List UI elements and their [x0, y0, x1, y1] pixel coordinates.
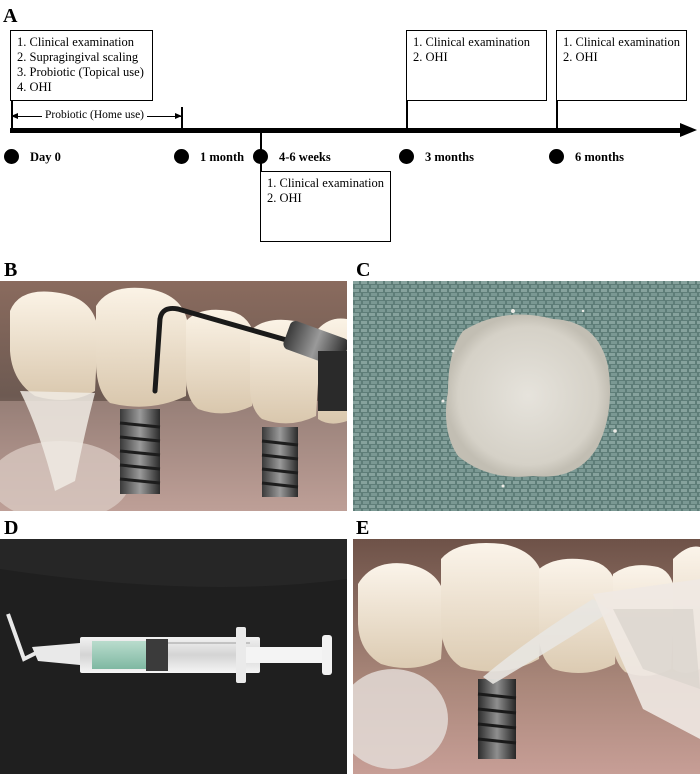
months3-box: 1. Clinical examination 2. OHI	[406, 30, 547, 101]
timepoint-label: 6 months	[575, 150, 624, 164]
timepoint-label: Day 0	[30, 150, 61, 164]
months3-item: 1. Clinical examination	[413, 35, 530, 49]
months3-connector	[406, 100, 408, 130]
timepoint-marker	[399, 149, 414, 164]
timepoint-label: 4-6 weeks	[279, 150, 331, 164]
timeline-arrowhead	[680, 123, 697, 137]
day0-item: 1. Clinical examination	[17, 35, 134, 49]
months3-item: 2. OHI	[413, 50, 448, 64]
months6-item: 2. OHI	[563, 50, 598, 64]
photo-syringe-application	[353, 539, 700, 774]
day0-item: 3. Probiotic (Topical use)	[17, 65, 144, 79]
photo-syringe	[0, 539, 347, 774]
powder-photo-illustration	[353, 281, 700, 511]
home-use-label: Probiotic (Home use)	[42, 108, 148, 122]
panel-label-d: D	[4, 517, 19, 539]
day0-item: 4. OHI	[17, 80, 52, 94]
timepoint-marker	[4, 149, 19, 164]
timepoint-label: 1 month	[200, 150, 245, 164]
panel-label-a: A	[3, 5, 18, 27]
day0-item: 2. Supragingival scaling	[17, 50, 139, 64]
timepoint-marker	[549, 149, 564, 164]
months6-item: 1. Clinical examination	[563, 35, 680, 49]
timepoint-label: 3 months	[425, 150, 474, 164]
weeks-item: 2. OHI	[267, 191, 302, 205]
application-photo-illustration	[353, 539, 700, 774]
timepoint-marker	[253, 149, 268, 164]
months6-box: 1. Clinical examination 2. OHI	[556, 30, 687, 101]
panel-label-c: C	[356, 259, 371, 281]
scaler-photo-illustration	[0, 281, 347, 511]
day0-box: 1. Clinical examination 2. Supragingival…	[10, 30, 153, 101]
weeks-box: 1. Clinical examination 2. OHI	[260, 171, 391, 242]
home-use-arrow-left	[11, 113, 18, 119]
timeline-axis	[10, 128, 682, 133]
months6-connector	[556, 100, 558, 130]
syringe-photo-illustration	[0, 539, 347, 774]
photo-scaler-on-implant-crowns	[0, 281, 347, 511]
panel-label-e: E	[356, 517, 370, 539]
weeks-item: 1. Clinical examination	[267, 176, 384, 190]
panel-label-b: B	[4, 259, 18, 281]
photo-probiotic-powder	[353, 281, 700, 511]
timepoint-marker	[174, 149, 189, 164]
home-use-arrow-right	[175, 113, 182, 119]
